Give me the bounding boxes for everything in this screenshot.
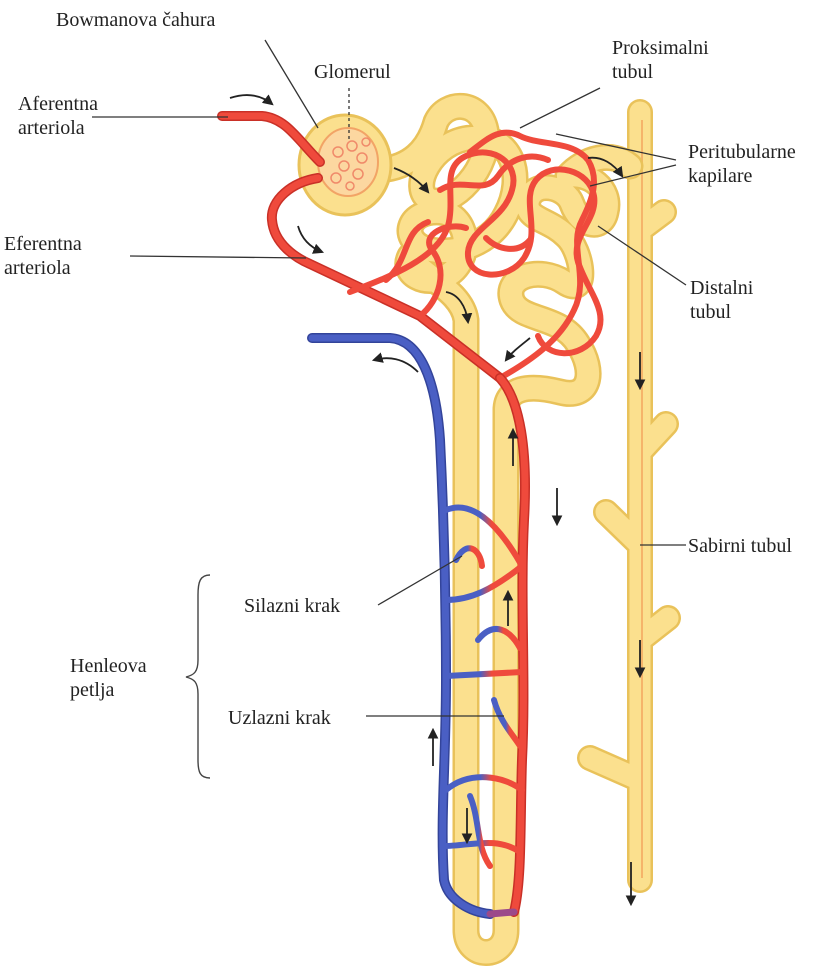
collecting-duct-label: Sabirni tubul	[688, 534, 792, 558]
distal-tubule-label: Distalni tubul	[690, 276, 753, 324]
proximal-tubule-label: Proksimalni tubul	[612, 36, 709, 84]
bowman-capsule	[299, 115, 391, 215]
descending-limb-label: Silazni krak	[244, 594, 340, 618]
venous-vessels	[312, 338, 522, 914]
peritubular-capillaries-label: Peritubularne kapilare	[688, 140, 796, 188]
ascending-limb-label: Uzlazni krak	[228, 706, 331, 730]
afferent-arteriole-label: Aferentna arteriola	[18, 92, 98, 140]
bowman-capsule-label: Bowmanova čahura	[56, 8, 215, 32]
henle-loop-label: Henleova petlja	[70, 654, 147, 702]
glomerulus-label: Glomerul	[314, 60, 391, 84]
efferent-arteriole-label: Eferentna arteriola	[4, 232, 82, 280]
henle-bracket	[186, 575, 210, 778]
